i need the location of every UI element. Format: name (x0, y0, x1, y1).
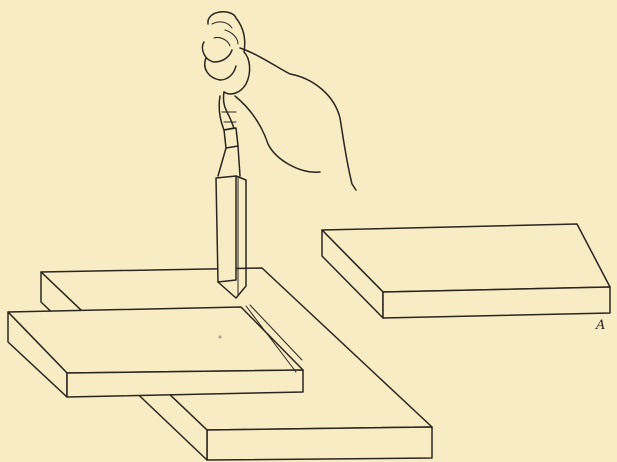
hand-icon (202, 12, 356, 190)
chisel-icon (216, 92, 246, 298)
board-a-label: A (596, 318, 605, 333)
board-a (322, 224, 610, 318)
